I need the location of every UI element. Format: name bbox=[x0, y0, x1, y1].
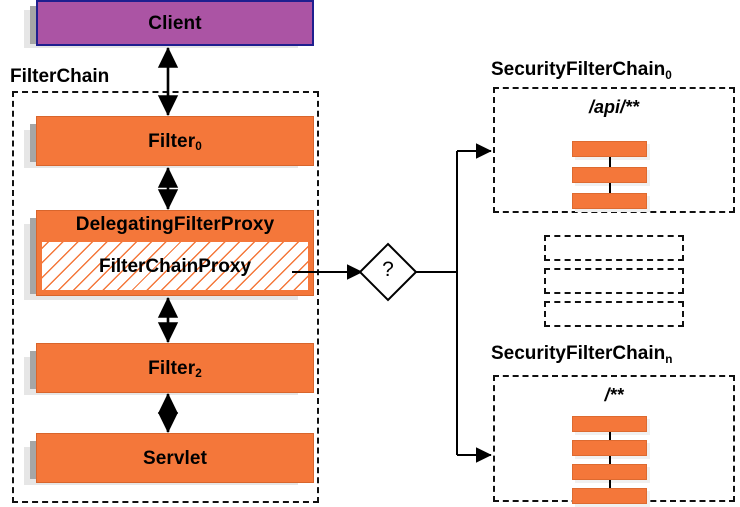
filterchainproxy-label: FilterChainProxy bbox=[98, 255, 252, 277]
chainN-bar-2[interactable] bbox=[572, 464, 647, 480]
filter2-label: Filter2 bbox=[148, 357, 202, 381]
delegating-filter-proxy-label: DelegatingFilterProxy bbox=[75, 214, 275, 235]
filter0-label-text: Filter bbox=[148, 130, 196, 152]
chain0-bar-0[interactable] bbox=[572, 141, 647, 157]
chain0-link-0 bbox=[609, 157, 611, 167]
servlet-node[interactable]: Servlet bbox=[24, 433, 314, 495]
client-label: Client bbox=[148, 12, 202, 34]
servlet-label: Servlet bbox=[142, 447, 208, 469]
servlet-box[interactable]: Servlet bbox=[36, 433, 314, 483]
security-filter-chain-0-caption: SecurityFilterChain0 bbox=[491, 59, 672, 82]
filter0-box[interactable]: Filter0 bbox=[36, 116, 314, 166]
decision-label: ? bbox=[382, 258, 394, 281]
chain0-bar-2[interactable] bbox=[572, 193, 647, 209]
filter0-label-sub: 0 bbox=[195, 140, 202, 154]
security-filter-chain-0-pattern: /api/** bbox=[588, 97, 640, 117]
placeholder-chain-2[interactable] bbox=[544, 301, 684, 327]
security-filter-chain-0-caption-sub: 0 bbox=[665, 68, 672, 82]
placeholder-chain-0[interactable] bbox=[544, 235, 684, 261]
chainN-bar-0[interactable] bbox=[572, 416, 647, 432]
security-filter-chain-n-caption-text: SecurityFilterChain bbox=[491, 343, 666, 364]
security-filter-chain-n-pattern: /** bbox=[604, 385, 624, 405]
filter2-label-text: Filter bbox=[148, 357, 196, 379]
placeholder-chain-1[interactable] bbox=[544, 268, 684, 294]
delegating-filter-proxy-node[interactable]: DelegatingFilterProxy FilterChainProxy bbox=[24, 210, 314, 310]
chainN-bar-3[interactable] bbox=[572, 488, 647, 504]
security-filter-chain-n-caption-sub: n bbox=[665, 352, 673, 366]
chainN-link-0 bbox=[609, 432, 611, 440]
filterchainproxy-box[interactable]: FilterChainProxy bbox=[41, 241, 309, 291]
chainN-link-1 bbox=[609, 456, 611, 464]
filterchain-caption: FilterChain bbox=[10, 67, 109, 86]
client-box[interactable]: Client bbox=[36, 0, 314, 46]
client-node[interactable]: Client bbox=[24, 0, 314, 58]
filterchain-caption-text: FilterChain bbox=[10, 66, 110, 87]
filter0-node[interactable]: Filter0 bbox=[24, 116, 314, 178]
filter2-box[interactable]: Filter2 bbox=[36, 343, 314, 393]
filter0-label: Filter0 bbox=[148, 130, 202, 154]
security-filter-chain-0-container[interactable] bbox=[493, 87, 735, 213]
chainN-link-2 bbox=[609, 480, 611, 488]
chain0-bar-1[interactable] bbox=[572, 167, 647, 183]
chainN-bar-1[interactable] bbox=[572, 440, 647, 456]
filter2-node[interactable]: Filter2 bbox=[24, 343, 314, 405]
security-filter-chain-n-caption: SecurityFilterChainn bbox=[491, 343, 673, 366]
security-filter-chain-0-caption-text: SecurityFilterChain bbox=[491, 59, 666, 80]
filter2-label-sub: 2 bbox=[195, 367, 202, 381]
chain0-link-1 bbox=[609, 183, 611, 193]
